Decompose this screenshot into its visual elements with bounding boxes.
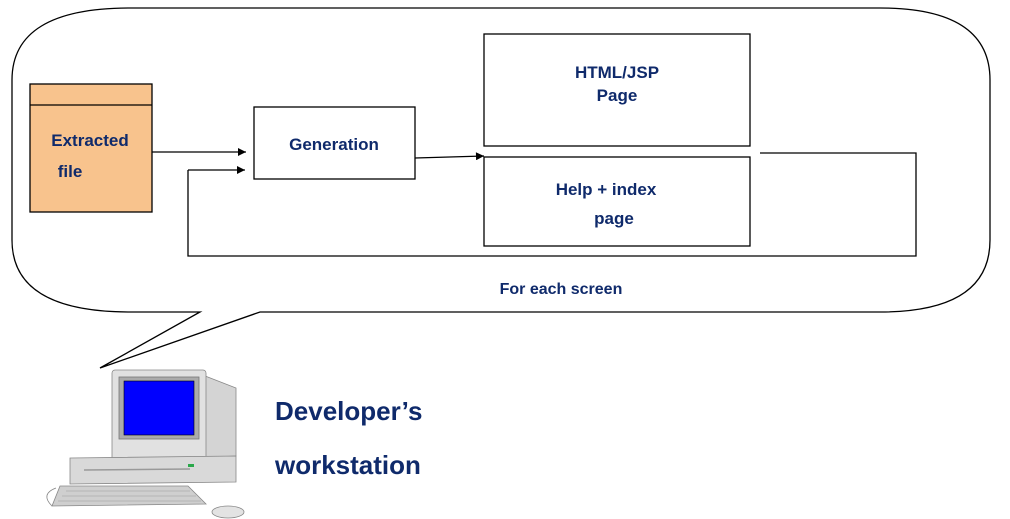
monitor-screen: [123, 380, 195, 436]
html-jsp-label-2: Page: [597, 86, 638, 105]
html-jsp-page-node: HTML/JSP Page: [483, 33, 751, 147]
workstation-label-1: Developer’s: [275, 396, 422, 426]
computer-icon: [46, 369, 245, 519]
loop-label: For each screen: [500, 281, 623, 298]
extracted-file-node: Extracted file: [29, 83, 153, 213]
help-index-page-node: Help + index page: [483, 156, 751, 247]
html-jsp-label-1: HTML/JSP: [575, 63, 659, 82]
arrow-generation-to-pages: [414, 152, 485, 161]
help-index-label-2: page: [594, 209, 634, 228]
generation-node: Generation: [253, 106, 416, 180]
extracted-file-label-1: Extracted: [51, 131, 128, 150]
help-index-label-1: Help + index: [556, 180, 657, 199]
extracted-file-label-2: file: [58, 162, 83, 181]
workstation-label-2: workstation: [274, 450, 421, 480]
generation-label: Generation: [289, 135, 379, 154]
loop-back-line: [187, 152, 917, 257]
